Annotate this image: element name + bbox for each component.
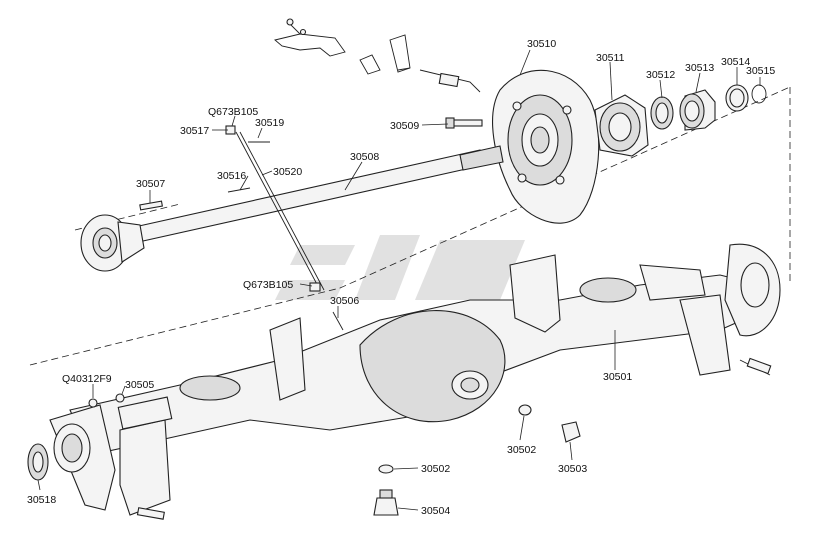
brake-backing-plate xyxy=(492,69,600,224)
snap-ring xyxy=(751,84,767,104)
axle-seal xyxy=(27,443,49,481)
callout-30509: 30509 xyxy=(390,120,419,132)
leader-lines xyxy=(37,49,761,511)
callout-30515: 30515 xyxy=(746,65,775,77)
callout-q673b105-lower: Q673B105 xyxy=(243,279,293,291)
callout-30506: 30506 xyxy=(330,295,359,307)
callout-30512: 30512 xyxy=(646,69,675,81)
reference-lines xyxy=(29,86,791,366)
fill-plug xyxy=(561,421,581,443)
callout-30502-lower: 30502 xyxy=(421,463,450,475)
callout-q673b105-upper: Q673B105 xyxy=(208,106,258,118)
callout-30514: 30514 xyxy=(721,56,750,68)
callout-q40312f9: Q40312F9 xyxy=(62,373,112,385)
oil-seal xyxy=(650,96,674,130)
callout-30503: 30503 xyxy=(558,463,587,475)
bolt-30509 xyxy=(445,117,483,129)
callout-30504: 30504 xyxy=(421,505,450,517)
washer-lower xyxy=(378,464,394,474)
callout-30501: 30501 xyxy=(603,371,632,383)
brake-line-bracket xyxy=(274,18,481,93)
callout-30508: 30508 xyxy=(350,151,379,163)
callout-labels: 30510 30511 30512 30513 30514 30515 Q673… xyxy=(27,38,775,517)
nut-q40312f9 xyxy=(88,398,98,408)
bearing-ring xyxy=(725,84,749,112)
wheel-bearing xyxy=(679,89,716,131)
callout-30510: 30510 xyxy=(527,38,556,50)
callout-30518: 30518 xyxy=(27,494,56,506)
callout-30502-upper: 30502 xyxy=(507,444,536,456)
callout-30507: 30507 xyxy=(136,178,165,190)
wheel-stud xyxy=(139,200,163,211)
bearing-retainer xyxy=(594,94,649,157)
callout-30520: 30520 xyxy=(273,166,302,178)
washer-upper xyxy=(518,404,532,416)
axle-housing xyxy=(49,243,781,520)
callout-30505: 30505 xyxy=(125,379,154,391)
callout-30513: 30513 xyxy=(685,62,714,74)
callout-30517: 30517 xyxy=(180,125,209,137)
callout-30511: 30511 xyxy=(596,52,625,64)
drain-plug xyxy=(373,489,399,516)
bolt-30505 xyxy=(115,393,125,403)
callout-30519: 30519 xyxy=(255,117,284,129)
callout-30516: 30516 xyxy=(217,170,246,182)
axle-shaft xyxy=(80,145,504,272)
